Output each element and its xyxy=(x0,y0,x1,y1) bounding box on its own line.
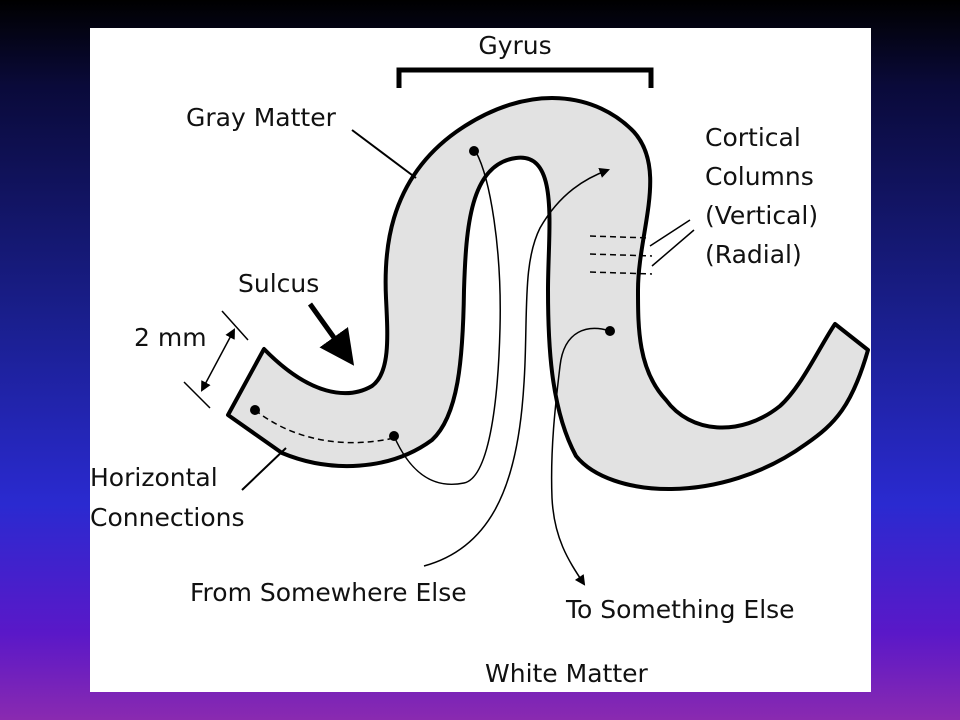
cortical-columns-line4: (Radial) xyxy=(705,240,802,269)
gray-matter-band xyxy=(226,96,870,491)
cortical-column-line xyxy=(589,235,651,239)
gyrus-label: Gyrus xyxy=(478,31,551,60)
cortical-columns-line1: Cortical xyxy=(705,123,801,152)
dimension-tick xyxy=(221,310,249,341)
cortical-columns-pointer xyxy=(649,219,691,247)
horizontal-connections-line2: Connections xyxy=(90,503,244,532)
horizontal-connections-pointer xyxy=(241,447,287,491)
outgoing-fiber xyxy=(550,327,611,586)
cortical-columns-line3: (Vertical) xyxy=(705,201,818,230)
white-matter-label: White Matter xyxy=(485,659,649,688)
sulcus-label: Sulcus xyxy=(238,269,319,298)
incoming-fiber xyxy=(423,167,610,567)
cortical-column-line xyxy=(589,253,653,257)
cortical-columns-line2: Columns xyxy=(705,162,814,191)
gyrus-bracket xyxy=(396,67,654,88)
sulcus-arrow xyxy=(307,302,355,366)
from-somewhere-else-label: From Somewhere Else xyxy=(190,578,467,607)
neuron-axon xyxy=(393,151,501,485)
dimension-arrow xyxy=(201,328,235,392)
dimension-tick xyxy=(183,381,211,409)
cortical-columns-pointer xyxy=(651,229,695,267)
cortical-column-line xyxy=(589,271,653,275)
neuron-dot xyxy=(469,146,479,156)
diagram-panel: Gyrus Gray Matter Cortical Columns (Vert… xyxy=(90,28,871,692)
horizontal-connections-line1: Horizontal xyxy=(90,463,218,492)
to-something-else-label: To Something Else xyxy=(565,595,795,624)
cortex-diagram: Gyrus Gray Matter Cortical Columns (Vert… xyxy=(90,31,870,688)
gray-matter-label: Gray Matter xyxy=(186,103,337,132)
gray-matter-pointer xyxy=(351,129,417,179)
two-mm-label: 2 mm xyxy=(134,323,207,352)
horizontal-connection-path xyxy=(254,409,395,444)
